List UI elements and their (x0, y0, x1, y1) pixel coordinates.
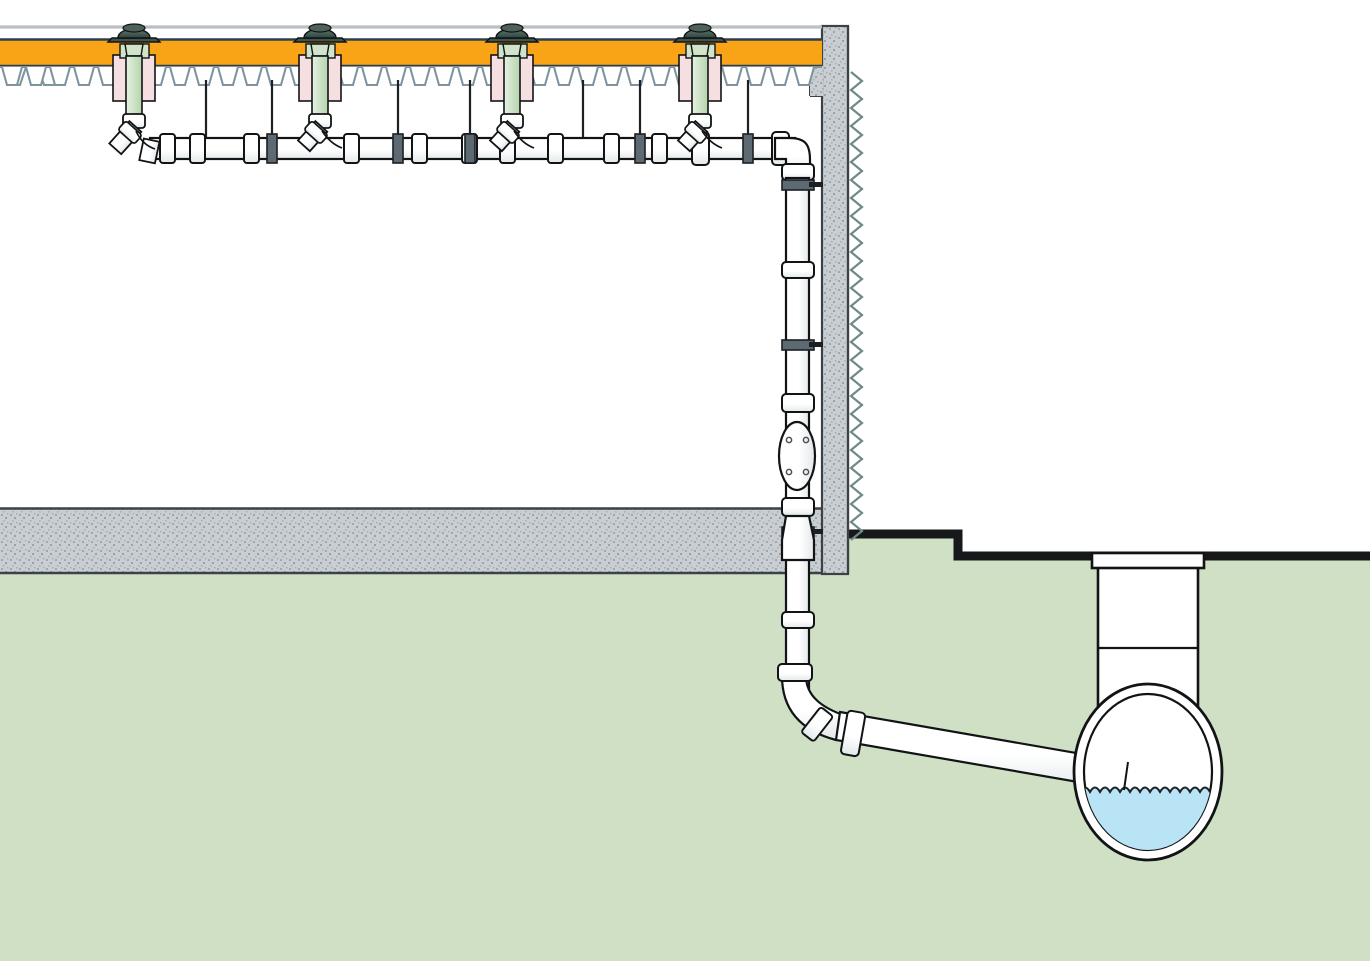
wall-insulation-zigzag-icon (849, 71, 864, 541)
pipe-hanger-clamps (266, 133, 754, 164)
lid-label: access cover (4, 777, 98, 794)
roof-drain-1 (106, 23, 162, 165)
roof-drain-3 (484, 23, 540, 153)
concrete-exterior-wall (809, 24, 850, 576)
stack-transition-fitting (780, 514, 816, 562)
stack-top-elbow (773, 136, 815, 181)
roof-drain-4 (672, 23, 728, 153)
soil-ground (0, 534, 1370, 961)
roof-drain-2 (292, 23, 348, 153)
catch-basin-access-cover (1090, 551, 1206, 570)
underground-drain-run (777, 663, 1130, 792)
cleanout-access-plate (777, 420, 817, 492)
catch-basin (1072, 551, 1224, 862)
pipe-couplings-horizontal (159, 131, 790, 166)
concrete-floor-slab (0, 507, 836, 575)
